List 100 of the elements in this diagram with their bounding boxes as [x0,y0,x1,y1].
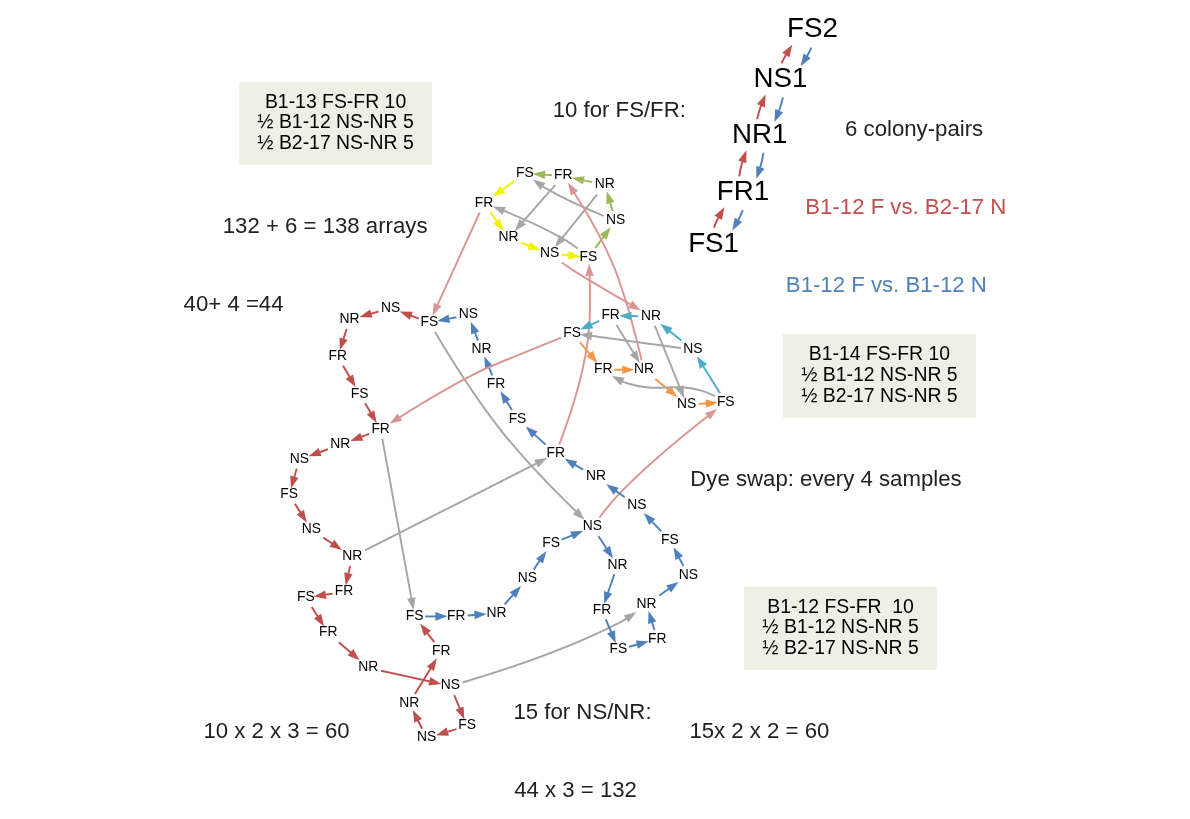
node-text: FS1 [688,226,740,258]
node-text: NR1 [731,117,788,149]
arrow [712,207,725,229]
arrow [597,535,614,559]
node-text: FR [431,641,451,658]
node-text: FS [297,588,315,605]
arrow [412,709,424,730]
arrow [500,391,513,411]
arrow [413,658,437,696]
label: 15x 2 x 2 = 60 [689,718,830,744]
node-text: NS [301,520,321,537]
node-text: NS [517,569,538,586]
arrow [756,94,766,121]
node-text: FS [420,312,439,329]
arrow [697,399,718,408]
node-text: NS [627,496,647,513]
label: 44 x 3 = 132 [514,776,637,802]
arrow [342,364,356,388]
arrow [756,151,765,179]
arrow [453,694,465,720]
arrow [606,484,626,499]
arrow [774,96,784,122]
node-text: FS [458,716,476,733]
arrow [738,150,747,178]
arrow [310,606,325,627]
label: 15 for NS/NR: [513,698,652,724]
arrow [560,261,641,311]
arrow [619,311,640,321]
arrow [359,309,380,318]
arrow [604,573,616,604]
arrow [514,184,557,231]
node-text: NR [486,603,507,620]
arrow [434,331,585,520]
arrow [380,669,442,686]
arrow [696,356,721,395]
arrow [660,323,683,342]
node-text: FS [542,534,560,551]
node-text: NS [582,517,603,534]
label: 10 for FS/FR: [552,96,686,122]
node-text: NR [585,467,606,484]
node-text: NR [342,547,363,564]
node-text: NR [636,594,657,611]
node-box: B1-14 FS-FR 10 ½ B1-12 NS-NR 5 ½ B2-17 NS-NR 5 [783,334,976,418]
label: 6 colony-pairs [845,116,984,142]
arrow [437,314,458,323]
node-text: NS [440,676,460,693]
label: B1-12 F vs. B1-12 N [785,271,987,297]
arrow [613,365,635,375]
label: 40+ 4 =44 [183,290,284,316]
node-text: FS [661,530,679,547]
arrow [381,437,416,611]
arrow [470,321,480,342]
node-text: NS [458,305,478,322]
node-text: NS [380,298,401,315]
node-text: FR [554,166,573,183]
arrow [432,211,481,316]
arrow [337,641,360,661]
label: 10 x 2 x 3 = 60 [203,718,350,744]
arrow [308,448,329,457]
arrow [489,211,504,231]
arrow [555,193,599,247]
arrow [492,180,516,197]
arrow [424,612,448,621]
node-text: FS [516,163,534,180]
node-text: NS [678,565,698,582]
node-text: NS [289,449,310,466]
node-text: FR [546,444,565,461]
node-text: FS [350,384,369,401]
label: Dye swap: every 4 samples [690,465,962,491]
label: 132 + 6 = 138 arrays [222,213,428,239]
node-text: FR [594,360,613,377]
arrow [564,458,585,471]
node-text: FS2 [787,12,838,44]
arrow [580,319,601,330]
arrow [732,209,744,231]
node-text: FS [716,392,735,409]
node-text: NS [605,211,626,227]
arrow [399,311,420,320]
node-text: NS [677,395,697,411]
arrow [780,44,793,65]
node-text: FS [579,247,598,264]
node-box: B1-12 FS-FR 10 ½ B1-12 NS-NR 5 ½ B2-17 NS-NR 5 [744,586,937,670]
arrow [579,331,682,349]
arrow [532,179,605,217]
arrow [628,640,649,649]
node-text: FS [405,606,424,623]
arrow [322,536,343,550]
node-text: FS [280,485,298,502]
arrow [532,551,547,571]
node-text: NR [330,435,351,452]
arrow [800,46,813,67]
arrow [567,182,643,362]
arrow [615,324,640,363]
node-text: NS [417,728,437,745]
node-text: NS [539,244,560,261]
arrow [598,409,718,519]
arrow [658,582,679,597]
node-text: NR [471,340,492,357]
arrow [313,590,334,599]
arrow [520,241,541,251]
